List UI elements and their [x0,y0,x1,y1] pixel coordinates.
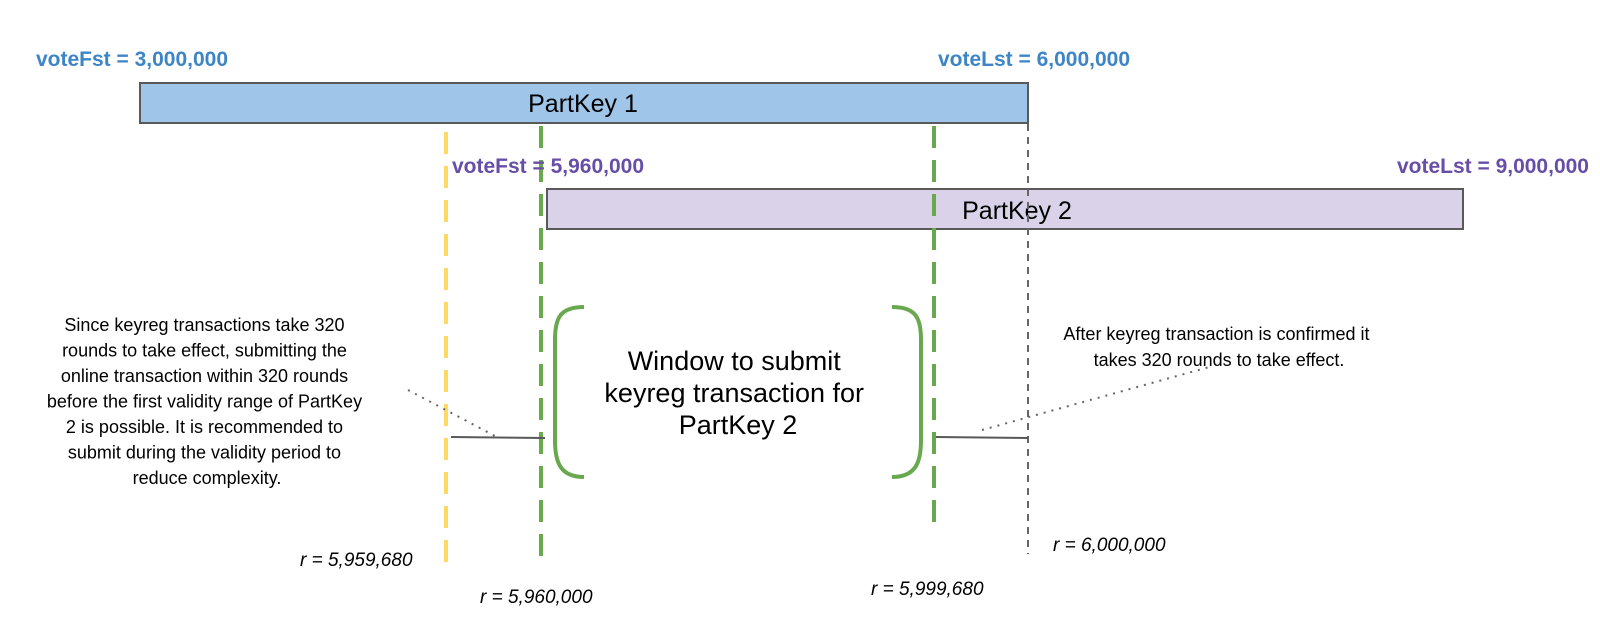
round-label-5959680: r = 5,959,680 [300,550,413,571]
left-note-line-3: online transaction within 320 rounds [61,366,348,386]
window-label-line-1: Window to submit [628,346,842,376]
partkey2-bar [546,188,1464,230]
window-label-line-2: keyreg transaction for [604,378,864,408]
left-note-line-2: rounds to take effect, submitting the [62,341,347,361]
left-note-line-4: before the first validity range of PartK… [47,392,362,412]
partkey2-vote-last: voteLst = 9,000,000 [1397,155,1589,178]
right-note: After keyreg transaction is confirmed it… [1063,324,1374,370]
partkey1-bar [139,82,1029,124]
right-note-line-2: takes 320 rounds to take effect. [1094,350,1345,370]
left-note: Since keyreg transactions take 320 round… [47,315,367,488]
window-left-bracket [553,305,585,479]
round-label-5999680: r = 5,999,680 [871,579,984,600]
partkey1-vote-first: voteFst = 3,000,000 [36,48,228,71]
partkey2-label: PartKey 2 [962,197,1072,225]
left-note-line-5: 2 is possible. It is recommended to [66,417,343,437]
right-callout-dotted-line [981,365,1214,431]
window-label-line-3: PartKey 2 [679,410,798,440]
partkey1-vote-last: voteLst = 6,000,000 [938,48,1130,71]
left-note-line-6: submit during the validity period to [68,443,341,463]
partkey1-label: PartKey 1 [528,90,638,118]
left-connector-line [450,436,546,439]
left-callout-dotted-line [407,389,496,437]
round-label-6000000: r = 6,000,000 [1053,535,1166,556]
partkey2-vote-first: voteFst = 5,960,000 [452,155,644,178]
left-note-line-7: reduce complexity. [133,468,282,488]
right-connector-line [935,436,1029,439]
window-label: Window to submit keyreg transaction for … [604,346,871,440]
round-label-5960000: r = 5,960,000 [480,587,593,608]
right-note-line-1: After keyreg transaction is confirmed it [1063,324,1369,344]
left-note-line-1: Since keyreg transactions take 320 [64,315,344,335]
window-right-bracket [891,305,923,479]
